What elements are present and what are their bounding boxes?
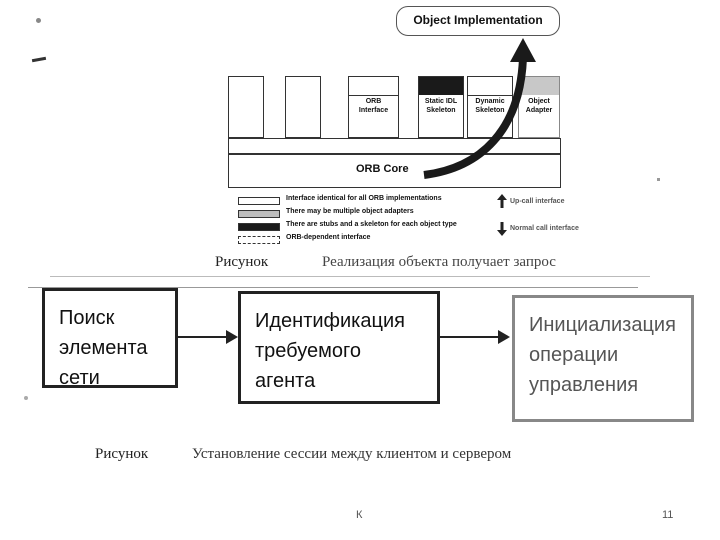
legend-item: ORB-dependent interface — [286, 234, 371, 241]
pillar-label: Dynamic Skeleton — [475, 98, 505, 114]
orb-core-label: ORB Core — [356, 163, 409, 175]
object-implementation-label: Object Implementation — [396, 6, 560, 36]
pillar-top — [286, 77, 320, 95]
flow-step-search-network-element: Поиск элемента сети — [42, 288, 178, 389]
flow-caption-prefix: Рисунок — [95, 446, 149, 462]
core-divider — [229, 153, 560, 155]
pillar-label: Object Adapter — [525, 98, 553, 114]
flow-caption-text: Установление сессии между клиентом и сер… — [192, 446, 512, 462]
component-pillar-1 — [228, 76, 264, 138]
legend-swatch — [238, 223, 280, 231]
arrow-right-icon — [498, 330, 510, 344]
pillar-top — [419, 77, 463, 95]
pillar-label: ORB Interface — [358, 98, 389, 114]
legend-swatch — [238, 210, 280, 218]
scan-edge-line — [28, 287, 638, 288]
legend-item: There are stubs and a skeleton for each … — [286, 221, 457, 228]
orb-core-band — [228, 138, 561, 188]
pillar-label: Static IDL Skeleton — [424, 98, 458, 114]
flow-step-text: Идентификация требуемого агента — [255, 310, 405, 392]
component-object-adapter: Object Adapter — [518, 76, 560, 138]
up-arrow-icon — [497, 194, 507, 208]
flow-step-init-management-operation: Инициализация операции управления — [512, 295, 694, 422]
component-static-idl-skeleton: Static IDL Skeleton — [418, 76, 464, 138]
pillar-top — [468, 77, 512, 96]
legend-item: There may be multiple object adapters — [286, 208, 414, 215]
scan-mark — [24, 396, 28, 400]
flow-arrow-line — [440, 336, 500, 338]
footer-mark: К — [356, 509, 363, 521]
scan-edge-line — [50, 276, 650, 277]
flow-step-text: Инициализация операции управления — [529, 314, 676, 396]
pillar-top — [229, 77, 263, 95]
page-number: 11 — [662, 509, 674, 521]
normal-call-legend-label: Normal call interface — [510, 225, 579, 232]
figure-caption-prefix: Рисунок — [215, 254, 269, 270]
component-orb-interface: ORB Interface — [348, 76, 399, 138]
flow-step-identify-agent: Идентификация требуемого агента — [238, 291, 440, 404]
scan-mark — [31, 56, 47, 63]
flow-arrow-line — [178, 336, 228, 338]
arrow-right-icon — [226, 330, 238, 344]
pillar-top — [349, 77, 398, 96]
up-call-legend-label: Up-call interface — [510, 198, 565, 205]
pillar-top — [519, 77, 559, 95]
scan-mark — [36, 18, 41, 23]
up-call-arrow-icon — [423, 38, 536, 179]
flow-step-text: Поиск элемента сети — [59, 307, 148, 389]
legend-item: Interface identical for all ORB implemen… — [286, 195, 442, 202]
legend-swatch — [238, 236, 280, 244]
scan-mark — [657, 178, 660, 181]
legend-swatch — [238, 197, 280, 205]
down-arrow-icon — [497, 222, 507, 236]
orb-figure: Object Implementation ORB Interface Stat… — [31, 6, 660, 270]
figure-caption-text: Реализация объекта получает запрос — [322, 254, 556, 270]
component-pillar-2 — [285, 76, 321, 138]
